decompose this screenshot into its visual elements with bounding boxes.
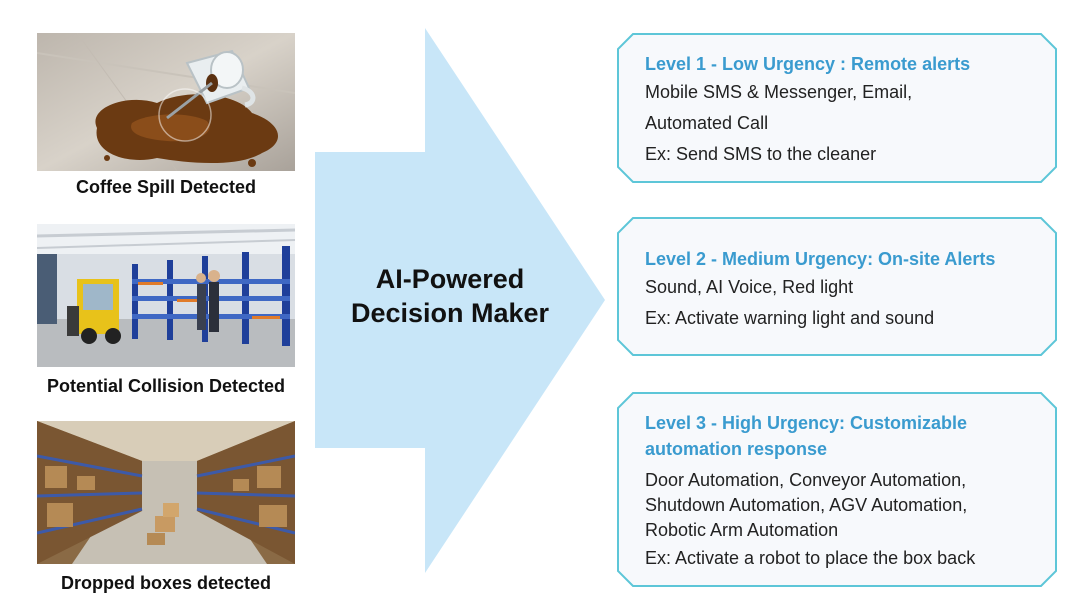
level-3-line: Robotic Arm Automation <box>645 520 839 540</box>
decision-arrow <box>315 28 605 573</box>
level-1-example: Ex: Send SMS to the cleaner <box>645 144 877 164</box>
level-1-line: Mobile SMS & Messenger, Email, <box>645 82 913 102</box>
coffee-spill-caption: Coffee Spill Detected <box>75 177 257 197</box>
level-2-card: Level 2 - Medium Urgency: On-site Alerts… <box>617 217 1057 356</box>
level-3-title-line-2: automation response <box>645 439 828 459</box>
coffee-spill-image <box>37 33 295 171</box>
level-2-title: Level 2 - Medium Urgency: On-site Alerts <box>645 249 996 269</box>
dropped-boxes-image <box>37 421 295 564</box>
level-3-line: Shutdown Automation, AGV Automation, <box>645 495 968 515</box>
level-2-line: Sound, AI Voice, Red light <box>645 277 854 297</box>
level-1-title: Level 1 - Low Urgency : Remote alerts <box>645 54 971 74</box>
collision-image <box>37 224 295 367</box>
dropped-boxes-caption: Dropped boxes detected <box>60 573 272 593</box>
level-3-line: Door Automation, Conveyor Automation, <box>645 470 967 490</box>
level-2-example: Ex: Activate warning light and sound <box>645 308 935 328</box>
decision-line-1: AI-Powered <box>375 264 525 294</box>
decision-maker-label: AI-Powered Decision Maker <box>320 262 580 330</box>
level-3-title-line-1: Level 3 - High Urgency: Customizable <box>645 413 968 433</box>
collision-caption: Potential Collision Detected <box>46 376 286 396</box>
decision-line-2: Decision Maker <box>350 298 550 328</box>
level-1-card: Level 1 - Low Urgency : Remote alerts Mo… <box>617 33 1057 183</box>
level-1-line: Automated Call <box>645 113 769 133</box>
level-3-card: Level 3 - High Urgency: Customizable aut… <box>617 392 1057 587</box>
level-3-example: Ex: Activate a robot to place the box ba… <box>645 548 976 568</box>
